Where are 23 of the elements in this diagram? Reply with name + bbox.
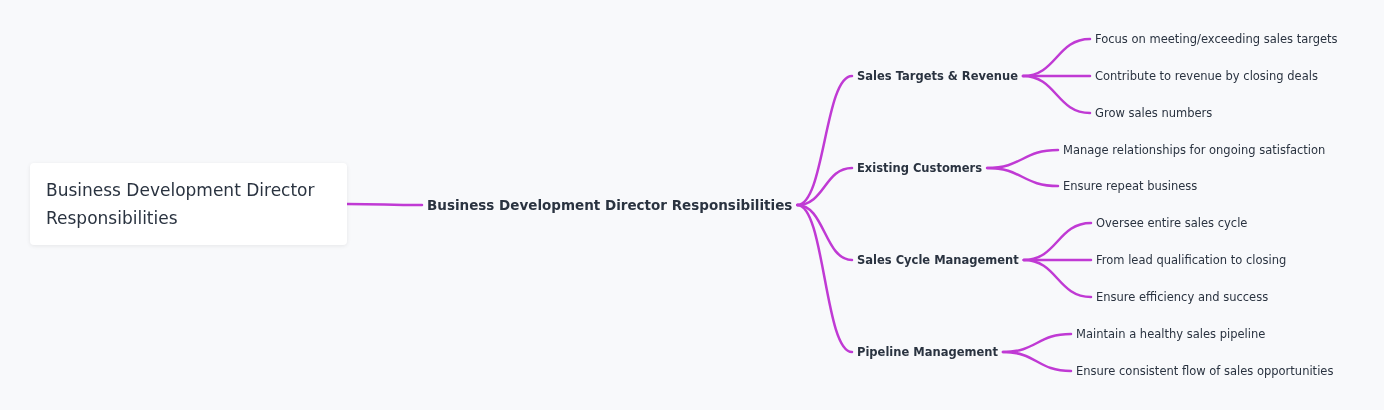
connector-line (1022, 258, 1093, 299)
connector-line (1001, 350, 1073, 373)
leaf-topic: Focus on meeting/exceeding sales targets (1090, 30, 1343, 48)
branch-topic: Existing Customers (852, 159, 988, 177)
branch-topic: Sales Cycle Management (852, 251, 1024, 269)
connector-line (345, 202, 424, 207)
leaf-topic: Contribute to revenue by closing deals (1090, 67, 1323, 85)
connector-line (796, 203, 854, 354)
connector-line (1021, 74, 1092, 115)
leaf-topic: Manage relationships for ongoing satisfaction (1058, 141, 1331, 159)
leaf-topic: Ensure efficiency and success (1091, 288, 1274, 306)
central-topic: Business Development Director Responsibilities (422, 195, 798, 215)
leaf-topic: From lead qualification to closing (1091, 251, 1292, 269)
branch-topic: Pipeline Management (852, 343, 1003, 361)
title-card: Business Development Director Responsibilities (30, 163, 347, 245)
connector-line (796, 74, 854, 207)
leaf-topic: Ensure repeat business (1058, 177, 1203, 195)
connector-line (985, 166, 1060, 188)
leaf-topic: Oversee entire sales cycle (1091, 214, 1253, 232)
leaf-topic: Ensure consistent flow of sales opportunities (1071, 362, 1339, 380)
branch-topic: Sales Targets & Revenue (852, 67, 1023, 85)
leaf-topic: Maintain a healthy sales pipeline (1071, 325, 1271, 343)
leaf-topic: Grow sales numbers (1090, 104, 1218, 122)
